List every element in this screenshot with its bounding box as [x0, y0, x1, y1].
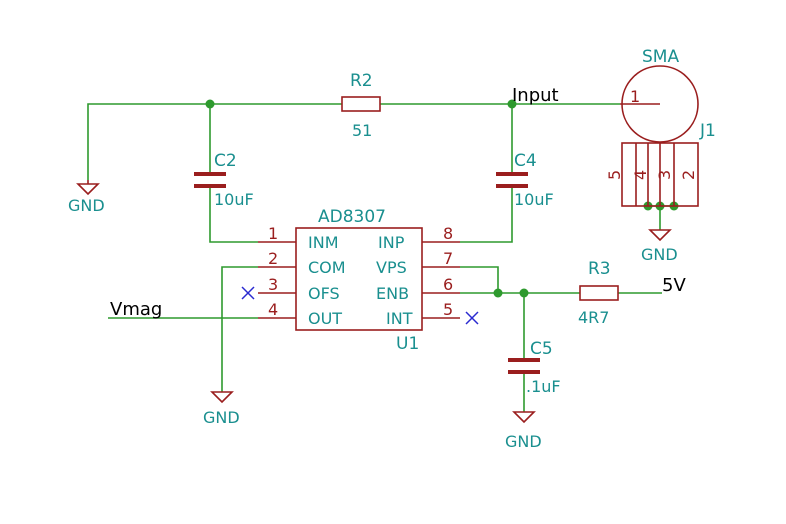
wire-vps	[460, 266, 499, 293]
u1-value: AD8307	[318, 207, 386, 227]
capacitor-c4[interactable]: C4 10uF	[496, 151, 554, 209]
no-connect-ofs	[241, 286, 255, 300]
c2-value: 10uF	[214, 190, 254, 209]
pin-number: 8	[443, 224, 453, 243]
wire-top-left	[87, 103, 342, 180]
j1-reference: J1	[699, 121, 716, 141]
pin-number: 2	[268, 249, 278, 268]
connector-j1[interactable]: SMA J1 1 5 4 3 2	[605, 47, 716, 207]
pin-number: 5	[443, 300, 453, 319]
wire-c2-inm	[209, 188, 258, 243]
pin-name: OFS	[308, 284, 340, 303]
no-connect-int	[465, 311, 479, 325]
wire-c4-inp	[460, 188, 513, 243]
net-label-input: Input	[512, 85, 559, 106]
pin-number: 5	[605, 170, 624, 180]
resistor-r2[interactable]: R2 51	[341, 71, 381, 140]
junction-c5	[519, 288, 529, 298]
pin-number: 4	[268, 300, 278, 319]
u1-reference: U1	[396, 334, 419, 354]
pin-name: INT	[386, 309, 413, 328]
gnd-label: GND	[68, 196, 105, 215]
pin-name: VPS	[376, 258, 407, 277]
junction-c4-input	[507, 99, 517, 109]
pin-number: 1	[630, 87, 640, 106]
gnd-symbol-j1: GND	[641, 229, 678, 264]
gnd-symbol-left: GND	[68, 180, 105, 215]
c4-reference: C4	[514, 151, 537, 171]
pin-number: 2	[679, 170, 698, 180]
gnd-label: GND	[203, 408, 240, 427]
pin-name: ENB	[376, 284, 409, 303]
gnd-label: GND	[505, 432, 542, 451]
capacitor-c5[interactable]: C5 .1uF	[508, 339, 561, 396]
pin-name: INM	[308, 233, 339, 252]
pin-number: 1	[268, 224, 278, 243]
pin-name: COM	[308, 258, 346, 277]
net-label-vmag: Vmag	[110, 299, 162, 320]
junction-c2-rail	[205, 99, 215, 109]
r2-reference: R2	[350, 71, 373, 91]
resistor-r3[interactable]: R3 4R7	[578, 259, 619, 327]
capacitor-c2[interactable]: C2 10uF	[194, 151, 254, 209]
wire-com-gnd	[221, 266, 258, 392]
pin-number: 3	[268, 275, 278, 294]
pin-number: 4	[631, 170, 650, 180]
net-label-5v: 5V	[662, 275, 686, 296]
pin-number: 6	[443, 275, 453, 294]
ic-u1[interactable]: AD8307 U1 1 2 3 4 INM COM OFS OUT 8 7 6 …	[258, 207, 460, 354]
pin-name: INP	[378, 233, 405, 252]
r3-reference: R3	[588, 259, 611, 279]
c4-value: 10uF	[514, 190, 554, 209]
c5-value: .1uF	[526, 377, 561, 396]
gnd-symbol-c5: GND	[505, 411, 542, 451]
pin-number: 3	[655, 170, 674, 180]
r2-value: 51	[352, 121, 372, 140]
c5-reference: C5	[530, 339, 553, 359]
gnd-label: GND	[641, 245, 678, 264]
c2-reference: C2	[214, 151, 237, 171]
junction-vps-enb	[493, 288, 503, 298]
pin-number: 7	[443, 249, 453, 268]
j1-value: SMA	[642, 47, 679, 67]
gnd-symbol-com: GND	[203, 391, 240, 427]
r3-value: 4R7	[578, 308, 609, 327]
pin-name: OUT	[308, 309, 342, 328]
